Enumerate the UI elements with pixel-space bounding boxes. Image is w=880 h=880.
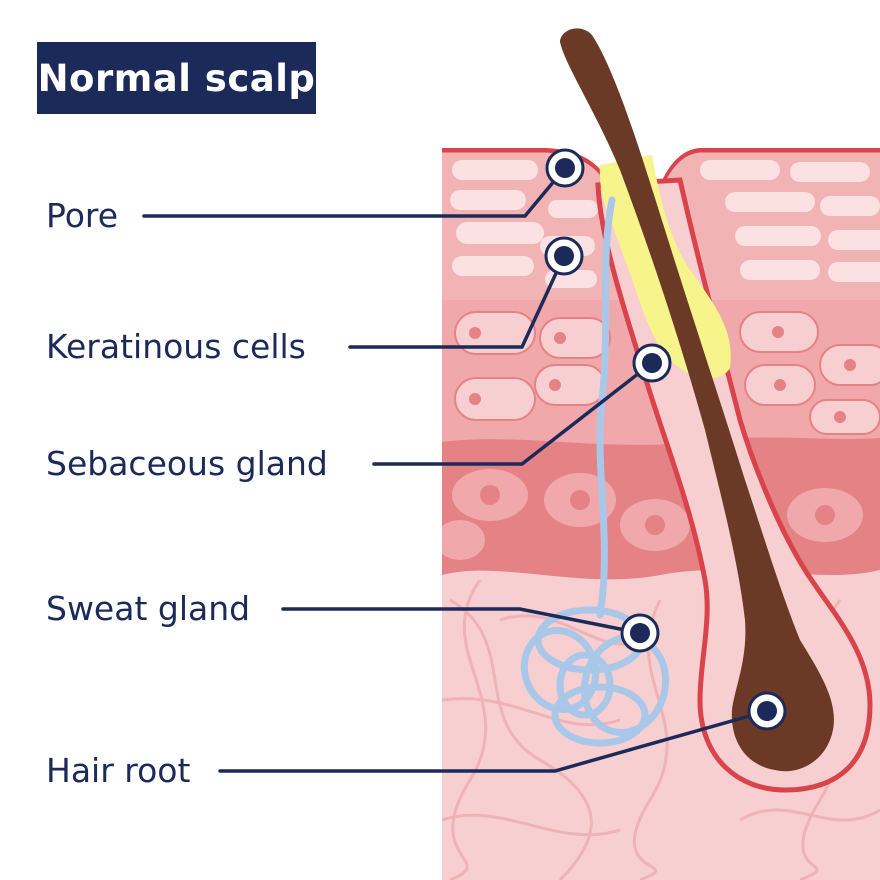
hair-root-leader	[218, 709, 769, 773]
pore-marker	[545, 148, 585, 188]
keratinous-cells-leader	[348, 254, 566, 349]
label-sebaceous-gland: Sebaceous gland	[46, 444, 328, 483]
sweat-gland-leader	[281, 607, 642, 635]
label-hair-root: Hair root	[46, 751, 191, 790]
label-sweat-gland: Sweat gland	[46, 589, 251, 628]
spinous-cells	[454, 311, 880, 435]
hair-shaft	[560, 28, 834, 772]
title-box: Normal scalp	[37, 42, 316, 114]
hair-root-marker	[747, 691, 787, 731]
sebaceous-gland-leader	[372, 361, 654, 466]
label-markers	[544, 148, 787, 731]
basal-cell-nuclei	[480, 485, 835, 535]
page-title: Normal scalp	[37, 56, 316, 100]
label-keratinous-cells: Keratinous cells	[46, 327, 306, 366]
leader-lines	[142, 166, 769, 773]
sebaceous-gland-marker	[632, 343, 672, 383]
pore-leader	[142, 166, 567, 218]
keratinous-cell-shapes	[450, 160, 880, 288]
label-pore: Pore	[46, 196, 119, 235]
spinous-cell-nuclei	[469, 326, 856, 423]
sweat-gland-marker	[620, 613, 660, 653]
keratinous-cells-marker	[544, 236, 584, 276]
